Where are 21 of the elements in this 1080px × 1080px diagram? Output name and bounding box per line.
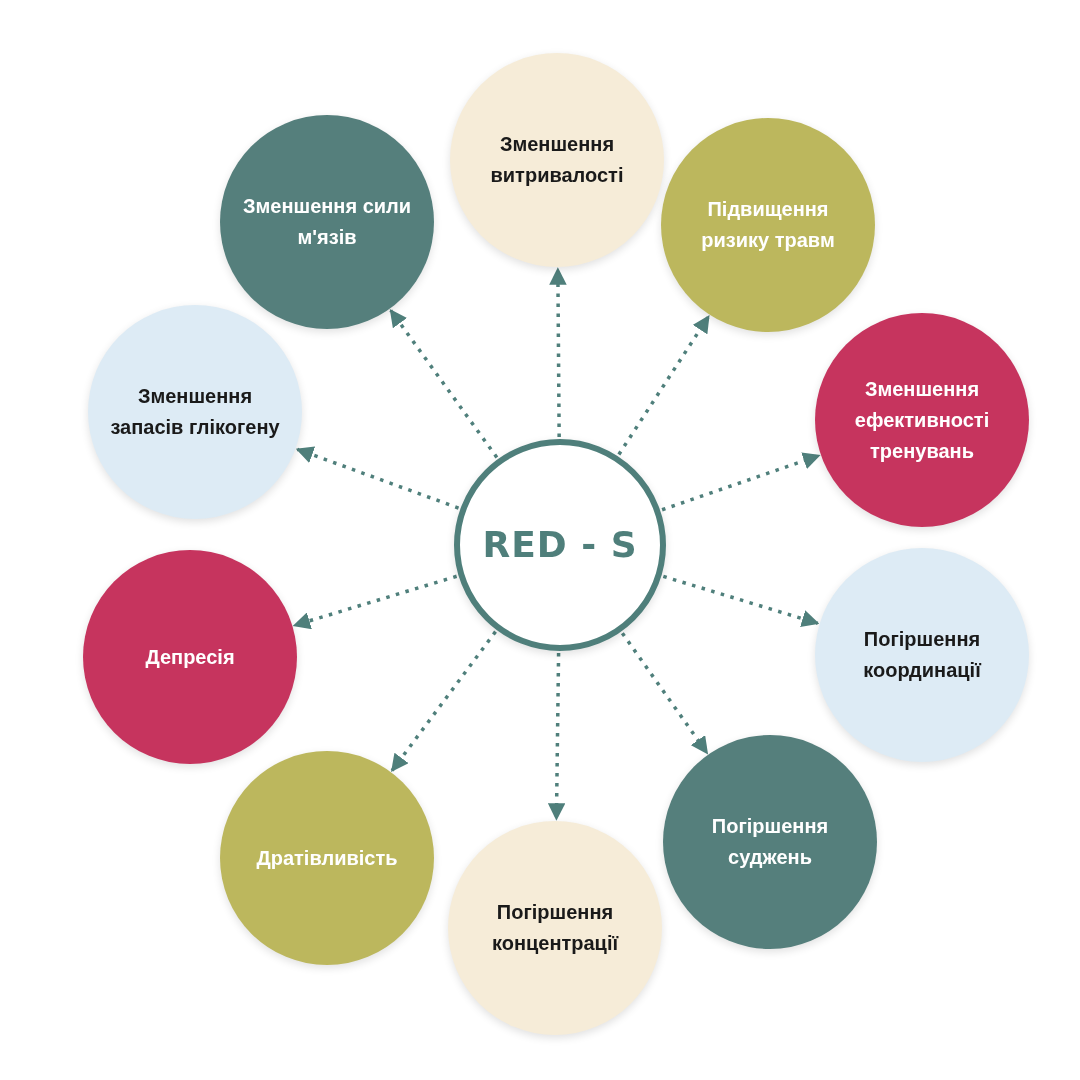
node-label: Зменшення сили м'язів [241, 194, 413, 250]
dotted-arrow [549, 267, 567, 437]
dotted-arrow [617, 314, 711, 456]
node-label: Підвищення ризику травм [700, 197, 836, 253]
node-label: Дратівливість [255, 845, 399, 871]
node-label: Погіршення концентрації [490, 900, 620, 956]
node-label: Зменшення витривалості [489, 132, 625, 188]
dotted-arrow [547, 652, 566, 821]
node-label: Депресія [144, 644, 236, 670]
center-title: RED - S [481, 523, 639, 568]
node-label: Зменшення запасів глікогену [109, 384, 281, 440]
node-label: Погіршення суджень [710, 814, 830, 870]
dotted-arrow [390, 630, 497, 772]
dotted-arrow [292, 574, 458, 630]
node-label: Зменшення ефективності тренувань [853, 376, 991, 464]
dotted-arrow [662, 574, 820, 628]
dotted-arrow [661, 452, 821, 512]
dotted-arrow [620, 632, 709, 755]
dotted-arrow [295, 446, 460, 510]
node-label: Погіршення координації [862, 627, 983, 683]
dotted-arrow [389, 309, 499, 459]
